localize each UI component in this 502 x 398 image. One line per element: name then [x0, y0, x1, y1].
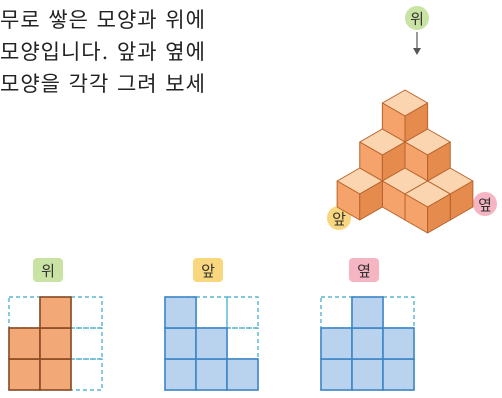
grid-cell-filled — [195, 358, 228, 391]
grid-cell-filled — [39, 296, 72, 329]
grid-cell-empty — [70, 296, 103, 329]
grid-cell-filled — [164, 327, 197, 360]
grid-cell-filled — [195, 327, 228, 360]
grid-cell-empty — [70, 327, 103, 360]
problem-line-2: 모양입니다. 앞과 옆에 — [0, 40, 206, 64]
grid-cell-filled — [8, 327, 41, 360]
grid-cell-empty — [226, 296, 259, 329]
cube-face — [427, 193, 451, 234]
grid-cell-filled — [351, 358, 384, 391]
figure-label-front: 앞 — [327, 206, 351, 230]
grid-cell-filled — [164, 296, 197, 329]
grid-cell-filled — [39, 358, 72, 391]
grid-cell-filled — [382, 327, 415, 360]
problem-line-3: 모양을 각각 그려 보세 — [0, 72, 206, 96]
grid-cell-empty — [70, 358, 103, 391]
grid-cell-filled — [39, 327, 72, 360]
grid-cell-empty — [382, 296, 415, 329]
problem-line-1: 무로 쌓은 모양과 위에 — [0, 8, 206, 32]
grid-cell-empty — [226, 327, 259, 360]
grid-cell-empty — [195, 296, 228, 329]
view-label-side: 옆 — [349, 258, 379, 282]
grid-side-view — [320, 296, 415, 391]
grid-front-view — [164, 296, 259, 391]
grid-cell-filled — [351, 327, 384, 360]
grid-cell-filled — [320, 358, 353, 391]
figure-label-top: 위 — [405, 6, 429, 30]
view-label-front: 앞 — [193, 258, 223, 282]
grid-top-view — [8, 296, 103, 391]
grid-cell-filled — [226, 358, 259, 391]
grid-cell-empty — [8, 296, 41, 329]
grid-cell-filled — [8, 358, 41, 391]
cube-stack-figure — [336, 89, 474, 234]
view-label-top: 위 — [33, 258, 63, 282]
figure-label-side: 옆 — [473, 192, 497, 216]
problem-text: 무로 쌓은 모양과 위에 모양입니다. 앞과 옆에 모양을 각각 그려 보세 — [0, 4, 300, 100]
grid-cell-empty — [320, 296, 353, 329]
grid-cell-filled — [351, 296, 384, 329]
cube-face — [359, 180, 383, 221]
grid-cell-filled — [320, 327, 353, 360]
grid-cell-filled — [382, 358, 415, 391]
grid-cell-filled — [164, 358, 197, 391]
